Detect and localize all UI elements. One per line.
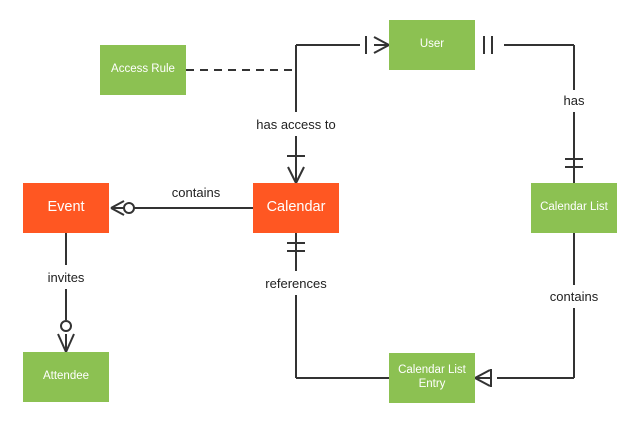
entity-user-label: User [419, 38, 445, 51]
entity-event-label: Event [47, 199, 85, 216]
entity-calendar-list-entry[interactable]: Calendar List Entry [389, 353, 475, 403]
entity-calendar-list-label: Calendar List [540, 201, 608, 214]
entity-calendar-label: Calendar [266, 199, 326, 216]
cardinality-one-or-many-entry-right [474, 369, 492, 387]
relationship-label-references: references [262, 276, 330, 291]
relationship-label-has: has [560, 93, 588, 108]
relationship-label-invites: invites [44, 270, 88, 285]
entity-event[interactable]: Event [23, 183, 109, 233]
entity-calendar[interactable]: Calendar [253, 183, 339, 233]
cardinality-exactly-one-calendar-bottom [287, 242, 305, 252]
relationship-label-contains-calendarlist-entry: contains [546, 289, 602, 304]
cardinality-exactly-one-calendar-list-top [565, 158, 583, 168]
relationship-label-contains-event-calendar: contains [168, 185, 224, 200]
entity-user[interactable]: User [389, 20, 475, 70]
entity-calendar-list-entry-label: Calendar List Entry [398, 364, 466, 390]
entity-calendar-list[interactable]: Calendar List [531, 183, 617, 233]
relationship-label-has-access-to: has access to [253, 117, 339, 132]
cardinality-one-or-many-calendar-top [287, 155, 305, 184]
entity-access-rule-label: Access Rule [111, 63, 175, 76]
entity-attendee-label: Attendee [42, 370, 90, 383]
entity-access-rule[interactable]: Access Rule [100, 45, 186, 95]
cardinality-one-or-many-user-left [365, 36, 390, 54]
cardinality-zero-or-many-event [110, 200, 135, 216]
cardinality-exactly-one-user-right [483, 36, 493, 54]
cardinality-zero-or-many-attendee [57, 320, 75, 353]
entity-attendee[interactable]: Attendee [23, 352, 109, 402]
